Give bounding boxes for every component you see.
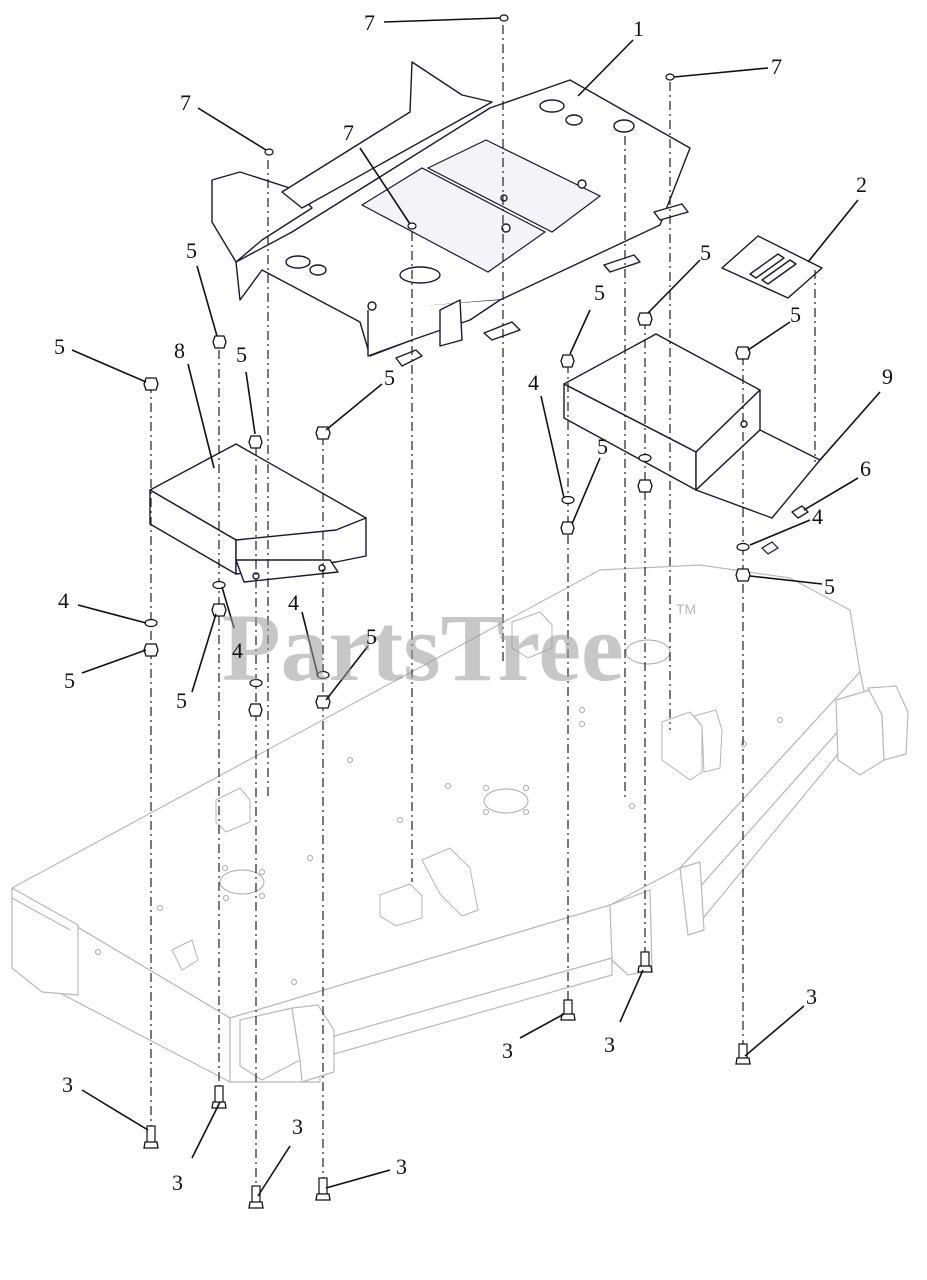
callout-7: 7 — [364, 10, 375, 35]
nut-5-e — [560, 354, 575, 368]
screw-7-a — [499, 14, 509, 22]
callout-4: 4 — [528, 370, 539, 395]
watermark-text: PartsTree — [222, 594, 624, 701]
mower-deck — [11, 564, 909, 1083]
nut-5-n — [735, 568, 751, 582]
nut-5-c — [248, 435, 263, 449]
callout-9: 9 — [882, 364, 893, 389]
bolt-3-a — [143, 1125, 159, 1149]
top-cover-part-1 — [211, 61, 691, 367]
bolt-3-c — [248, 1185, 264, 1209]
callout-4: 4 — [58, 588, 69, 613]
bolt-3-f — [637, 951, 653, 973]
nut-5-h — [143, 643, 159, 657]
nut-5-f — [637, 312, 653, 326]
callout-8: 8 — [174, 338, 185, 363]
callout-5: 5 — [700, 240, 711, 265]
washer-4-c — [249, 678, 263, 688]
bolt-3-e — [560, 999, 576, 1021]
shim-part-6 — [761, 505, 809, 555]
callout-5: 5 — [597, 434, 608, 459]
plate-part-2 — [721, 235, 823, 299]
bolt-3-d — [315, 1177, 331, 1201]
watermark: PartsTree TM — [222, 594, 696, 701]
washer-4-f — [638, 453, 652, 463]
callout-5: 5 — [64, 668, 75, 693]
callout-5: 5 — [790, 302, 801, 327]
washer-4-e — [561, 495, 575, 505]
left-cover-part-8 — [149, 443, 367, 583]
callout-5: 5 — [366, 624, 377, 649]
nut-5-a — [143, 377, 159, 391]
callout-5: 5 — [594, 280, 605, 305]
callout-3: 3 — [502, 1038, 513, 1063]
bolt-3-g — [735, 1043, 751, 1065]
callout-4: 4 — [288, 590, 299, 615]
washer-4-g — [736, 542, 750, 552]
screw-7-b — [665, 73, 675, 81]
leader-lines — [71, 17, 881, 1197]
callout-6: 6 — [860, 456, 871, 481]
callout-5: 5 — [824, 574, 835, 599]
screw-7-d — [407, 222, 417, 230]
callout-3: 3 — [806, 984, 817, 1009]
callout-1: 1 — [633, 16, 644, 41]
callout-7: 7 — [771, 54, 782, 79]
screw-7-c — [264, 148, 274, 156]
callout-5: 5 — [54, 334, 65, 359]
washer-4-a — [144, 618, 158, 628]
right-cover-part-9 — [563, 333, 821, 519]
callout-3: 3 — [62, 1072, 73, 1097]
callout-5: 5 — [236, 342, 247, 367]
nut-5-m — [637, 479, 653, 493]
callout-5: 5 — [176, 688, 187, 713]
callout-4: 4 — [232, 638, 243, 663]
callout-3: 3 — [396, 1154, 407, 1179]
callout-3: 3 — [292, 1114, 303, 1139]
callout-3: 3 — [604, 1032, 615, 1057]
callout-3: 3 — [172, 1170, 183, 1195]
nut-5-g — [735, 346, 751, 360]
callout-2: 2 — [856, 172, 867, 197]
nut-5-j — [248, 703, 263, 717]
callout-5: 5 — [186, 238, 197, 263]
nut-5-b — [212, 335, 227, 349]
washer-4-b — [212, 580, 226, 590]
callout-7: 7 — [180, 90, 191, 115]
callout-7: 7 — [343, 120, 354, 145]
callout-4: 4 — [812, 504, 823, 529]
callout-5: 5 — [384, 365, 395, 390]
callout-labels: 7 1 7 7 7 2 5 5 5 5 5 8 5 5 4 9 5 6 4 5 … — [54, 10, 893, 1195]
nut-5-i — [211, 603, 227, 617]
assembly-axes — [150, 25, 816, 1192]
watermark-trademark: TM — [676, 601, 696, 617]
